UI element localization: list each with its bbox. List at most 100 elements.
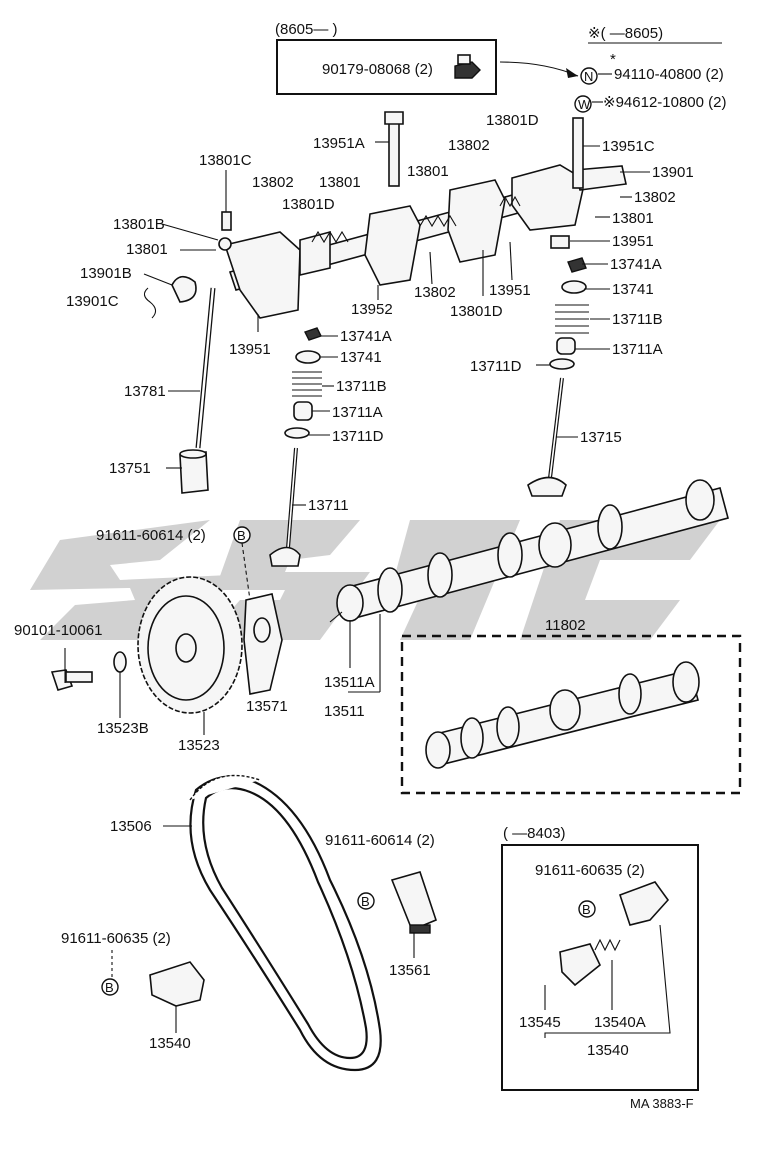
- spring-icon: [419, 214, 457, 228]
- label-13561: 13561: [389, 962, 431, 979]
- label-13801B: 13801B: [113, 216, 165, 233]
- b-marker-icon: [101, 978, 119, 996]
- top-right-references: ※( —8605) * N 94110-40800 (2) W ※94612-1…: [574, 25, 727, 113]
- rocker-support-end: [511, 164, 586, 231]
- label-13741A-right: 13741A: [610, 256, 662, 273]
- b-marker-letter: B: [105, 980, 114, 995]
- inset-box: ( —8403) 91611-60635 (2) B 13545 13540A …: [501, 825, 699, 1091]
- label-13715: 13715: [580, 429, 622, 446]
- spring-icon: [499, 195, 521, 208]
- label-91611-60614-a: 91611-60614 (2): [96, 527, 206, 544]
- label-13802-c: 13802: [634, 189, 676, 206]
- label-13801-a: 13801: [319, 174, 361, 191]
- pushrod-lifter: [179, 287, 216, 494]
- plug-13901B: [171, 275, 197, 303]
- label-13511A: 13511A: [324, 674, 375, 691]
- w-marker-letter: W: [578, 97, 591, 112]
- b-marker-letter: B: [237, 528, 246, 543]
- label-13801-d: 13801: [126, 241, 168, 258]
- plate-13571: [243, 593, 283, 695]
- bolt-head: [384, 111, 404, 125]
- label-13506: 13506: [110, 818, 152, 835]
- top-right-range-text: ※( —8605): [588, 25, 663, 42]
- label-91611-60635: 91611-60635 (2): [61, 930, 171, 947]
- screw-13951: [550, 235, 570, 249]
- label-13801D-mid: 13801D: [282, 196, 335, 213]
- label-13511: 13511: [324, 703, 365, 720]
- cam-sprocket: B: [50, 526, 283, 714]
- star-marker: *: [610, 51, 616, 68]
- label-13711B-right: 13711B: [612, 311, 663, 328]
- inset-range-text: ( —8403): [503, 825, 566, 842]
- retainer-13741: [561, 280, 587, 294]
- clip-13901C: [143, 287, 157, 319]
- part-labels: 13951A 13801D 13951C 13801C 13802 13802 …: [14, 112, 694, 1111]
- label-13901B: 13901B: [80, 265, 132, 282]
- label-13801-c: 13801: [612, 210, 654, 227]
- valve-stack-left: [269, 327, 322, 567]
- label-13711: 13711: [308, 497, 349, 514]
- alt-camshaft-box: 11802: [400, 617, 742, 795]
- label-13571: 13571: [246, 698, 288, 715]
- label-13540A: 13540A: [594, 1014, 646, 1031]
- top-left-range-text: (8605— ): [275, 21, 338, 38]
- label-13540: 13540: [149, 1035, 191, 1052]
- label-13741A-left: 13741A: [340, 328, 392, 345]
- label-90179-08068: 90179-08068 (2): [322, 61, 433, 78]
- nut-icon: [454, 54, 481, 79]
- label-13711B-left: 13711B: [336, 378, 387, 395]
- label-13741-left: 13741: [340, 349, 382, 366]
- label-13801D-top: 13801D: [486, 112, 539, 129]
- label-94110-40800: 94110-40800 (2): [614, 66, 724, 83]
- label-13741-right: 13741: [612, 281, 654, 298]
- seal-13711A: [293, 401, 313, 421]
- label-13802-b: 13802: [252, 174, 294, 191]
- b-marker-icon: [357, 892, 375, 910]
- rocker-support-right: [447, 179, 506, 263]
- retainer-13741: [295, 350, 321, 364]
- diagram-code: MA 3883-F: [630, 1096, 694, 1111]
- chain-damper-13561: B: [357, 871, 437, 934]
- top-left-callout-box: (8605— ) 90179-08068 (2): [275, 21, 497, 95]
- label-13711A-right: 13711A: [612, 341, 663, 358]
- arrowhead-icon: [566, 68, 578, 78]
- label-91611-60635-inset: 91611-60635 (2): [535, 862, 645, 879]
- label-13545: 13545: [519, 1014, 561, 1031]
- label-13540-inset: 13540: [587, 1042, 629, 1059]
- screw-13801C: [221, 211, 232, 231]
- label-13802-a: 13802: [448, 137, 490, 154]
- label-90101-10061: 90101-10061: [14, 622, 102, 639]
- timing-chain-13506: [189, 774, 382, 1072]
- seat-13711D: [284, 427, 310, 439]
- label-94612-10800: ※94612-10800 (2): [603, 94, 727, 111]
- label-13951A: 13951A: [313, 135, 365, 152]
- label-13711D-right: 13711D: [470, 358, 522, 375]
- label-13801-b: 13801: [407, 163, 449, 180]
- label-13711A-left: 13711A: [332, 404, 383, 421]
- stud-13951C: [572, 117, 584, 189]
- spring-13711B: [292, 371, 322, 397]
- label-13781: 13781: [124, 383, 166, 400]
- label-13751: 13751: [109, 460, 151, 477]
- label-13901: 13901: [652, 164, 694, 181]
- label-13951C: 13951C: [602, 138, 655, 155]
- n-marker-icon: [580, 67, 598, 85]
- spring-icon: [311, 230, 349, 244]
- label-13901C: 13901C: [66, 293, 119, 310]
- washer-13523B: [113, 651, 127, 673]
- label-13802-d: 13802: [414, 284, 456, 301]
- seal-13711A: [556, 337, 576, 355]
- label-13951-right: 13951: [612, 233, 654, 250]
- label-13523B: 13523B: [97, 720, 149, 737]
- chain-tensioner-13540: B: [101, 950, 205, 1007]
- rocker-support-mid: [364, 205, 421, 286]
- label-13951-mid: 13951: [489, 282, 531, 299]
- label-13523: 13523: [178, 737, 220, 754]
- valve-stack-right: [527, 257, 589, 497]
- nut-13801B: [218, 237, 232, 251]
- camshaft-13511: [329, 479, 729, 623]
- label-91611-60614-b: 91611-60614 (2): [325, 832, 435, 849]
- label-11802: 11802: [545, 617, 586, 634]
